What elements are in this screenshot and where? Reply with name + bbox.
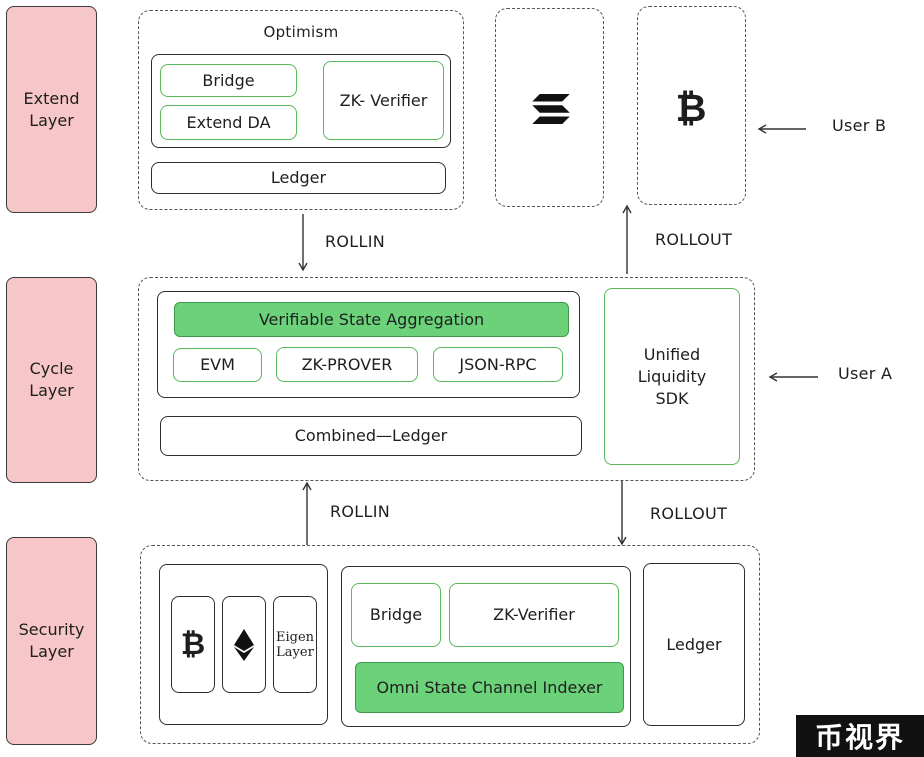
optimism-title: Optimism [263, 23, 339, 41]
rollin-bottom-label: ROLLIN [330, 502, 391, 521]
security-eigenlayer-box: Eigen Layer [273, 596, 317, 693]
rollout-top-label: ROLLOUT [655, 230, 733, 249]
verifiable-state-aggregation-box: Verifiable State Aggregation [174, 302, 569, 337]
security-layer-label: Security Layer [6, 537, 97, 745]
bitcoin-icon: ₿ [180, 626, 206, 662]
eigenlayer-logo: Eigen Layer [275, 629, 315, 660]
security-bridge-box: Bridge [351, 583, 441, 647]
combined-ledger-box: Combined—Ledger [160, 416, 582, 456]
optimism-modules-group [151, 54, 451, 148]
cycle-modules-group [157, 291, 580, 398]
security-bitcoin-box: ₿ [171, 596, 215, 693]
security-chains-group [159, 564, 328, 725]
cycle-layer-label: Cycle Layer [6, 277, 97, 483]
security-zk-verifier-box: ZK-Verifier [449, 583, 619, 647]
bitcoin-chain-box [637, 6, 746, 205]
security-group [140, 545, 760, 744]
security-ledger-box: Ledger [643, 563, 745, 726]
extend-ledger-box: Ledger [151, 162, 446, 194]
rollin-top-label: ROLLIN [325, 232, 386, 251]
watermark: 币视界 [796, 715, 924, 757]
security-modules-group [341, 566, 631, 727]
user-a-label: User A [838, 364, 893, 383]
user-b-label: User B [832, 116, 887, 135]
bitcoin-icon: ₿ [675, 86, 707, 130]
zk-prover-box: ZK-PROVER [276, 347, 418, 382]
extend-bridge-box: Bridge [160, 64, 297, 97]
optimism-group [138, 10, 464, 210]
json-rpc-box: JSON-RPC [433, 347, 563, 382]
extend-zk-verifier-box: ZK- Verifier [323, 61, 444, 140]
extend-da-box: Extend DA [160, 105, 297, 140]
evm-box: EVM [173, 348, 262, 382]
cycle-group [138, 277, 755, 481]
solana-chain-box [495, 8, 604, 207]
unified-liquidity-sdk-box: Unified Liquidity SDK [604, 288, 740, 465]
solana-icon [532, 94, 570, 124]
omni-state-channel-indexer-box: Omni State Channel Indexer [355, 662, 624, 713]
extend-layer-label: Extend Layer [6, 6, 97, 213]
security-ethereum-box [222, 596, 266, 693]
rollout-bottom-label: ROLLOUT [650, 504, 728, 523]
ethereum-icon [234, 628, 254, 661]
